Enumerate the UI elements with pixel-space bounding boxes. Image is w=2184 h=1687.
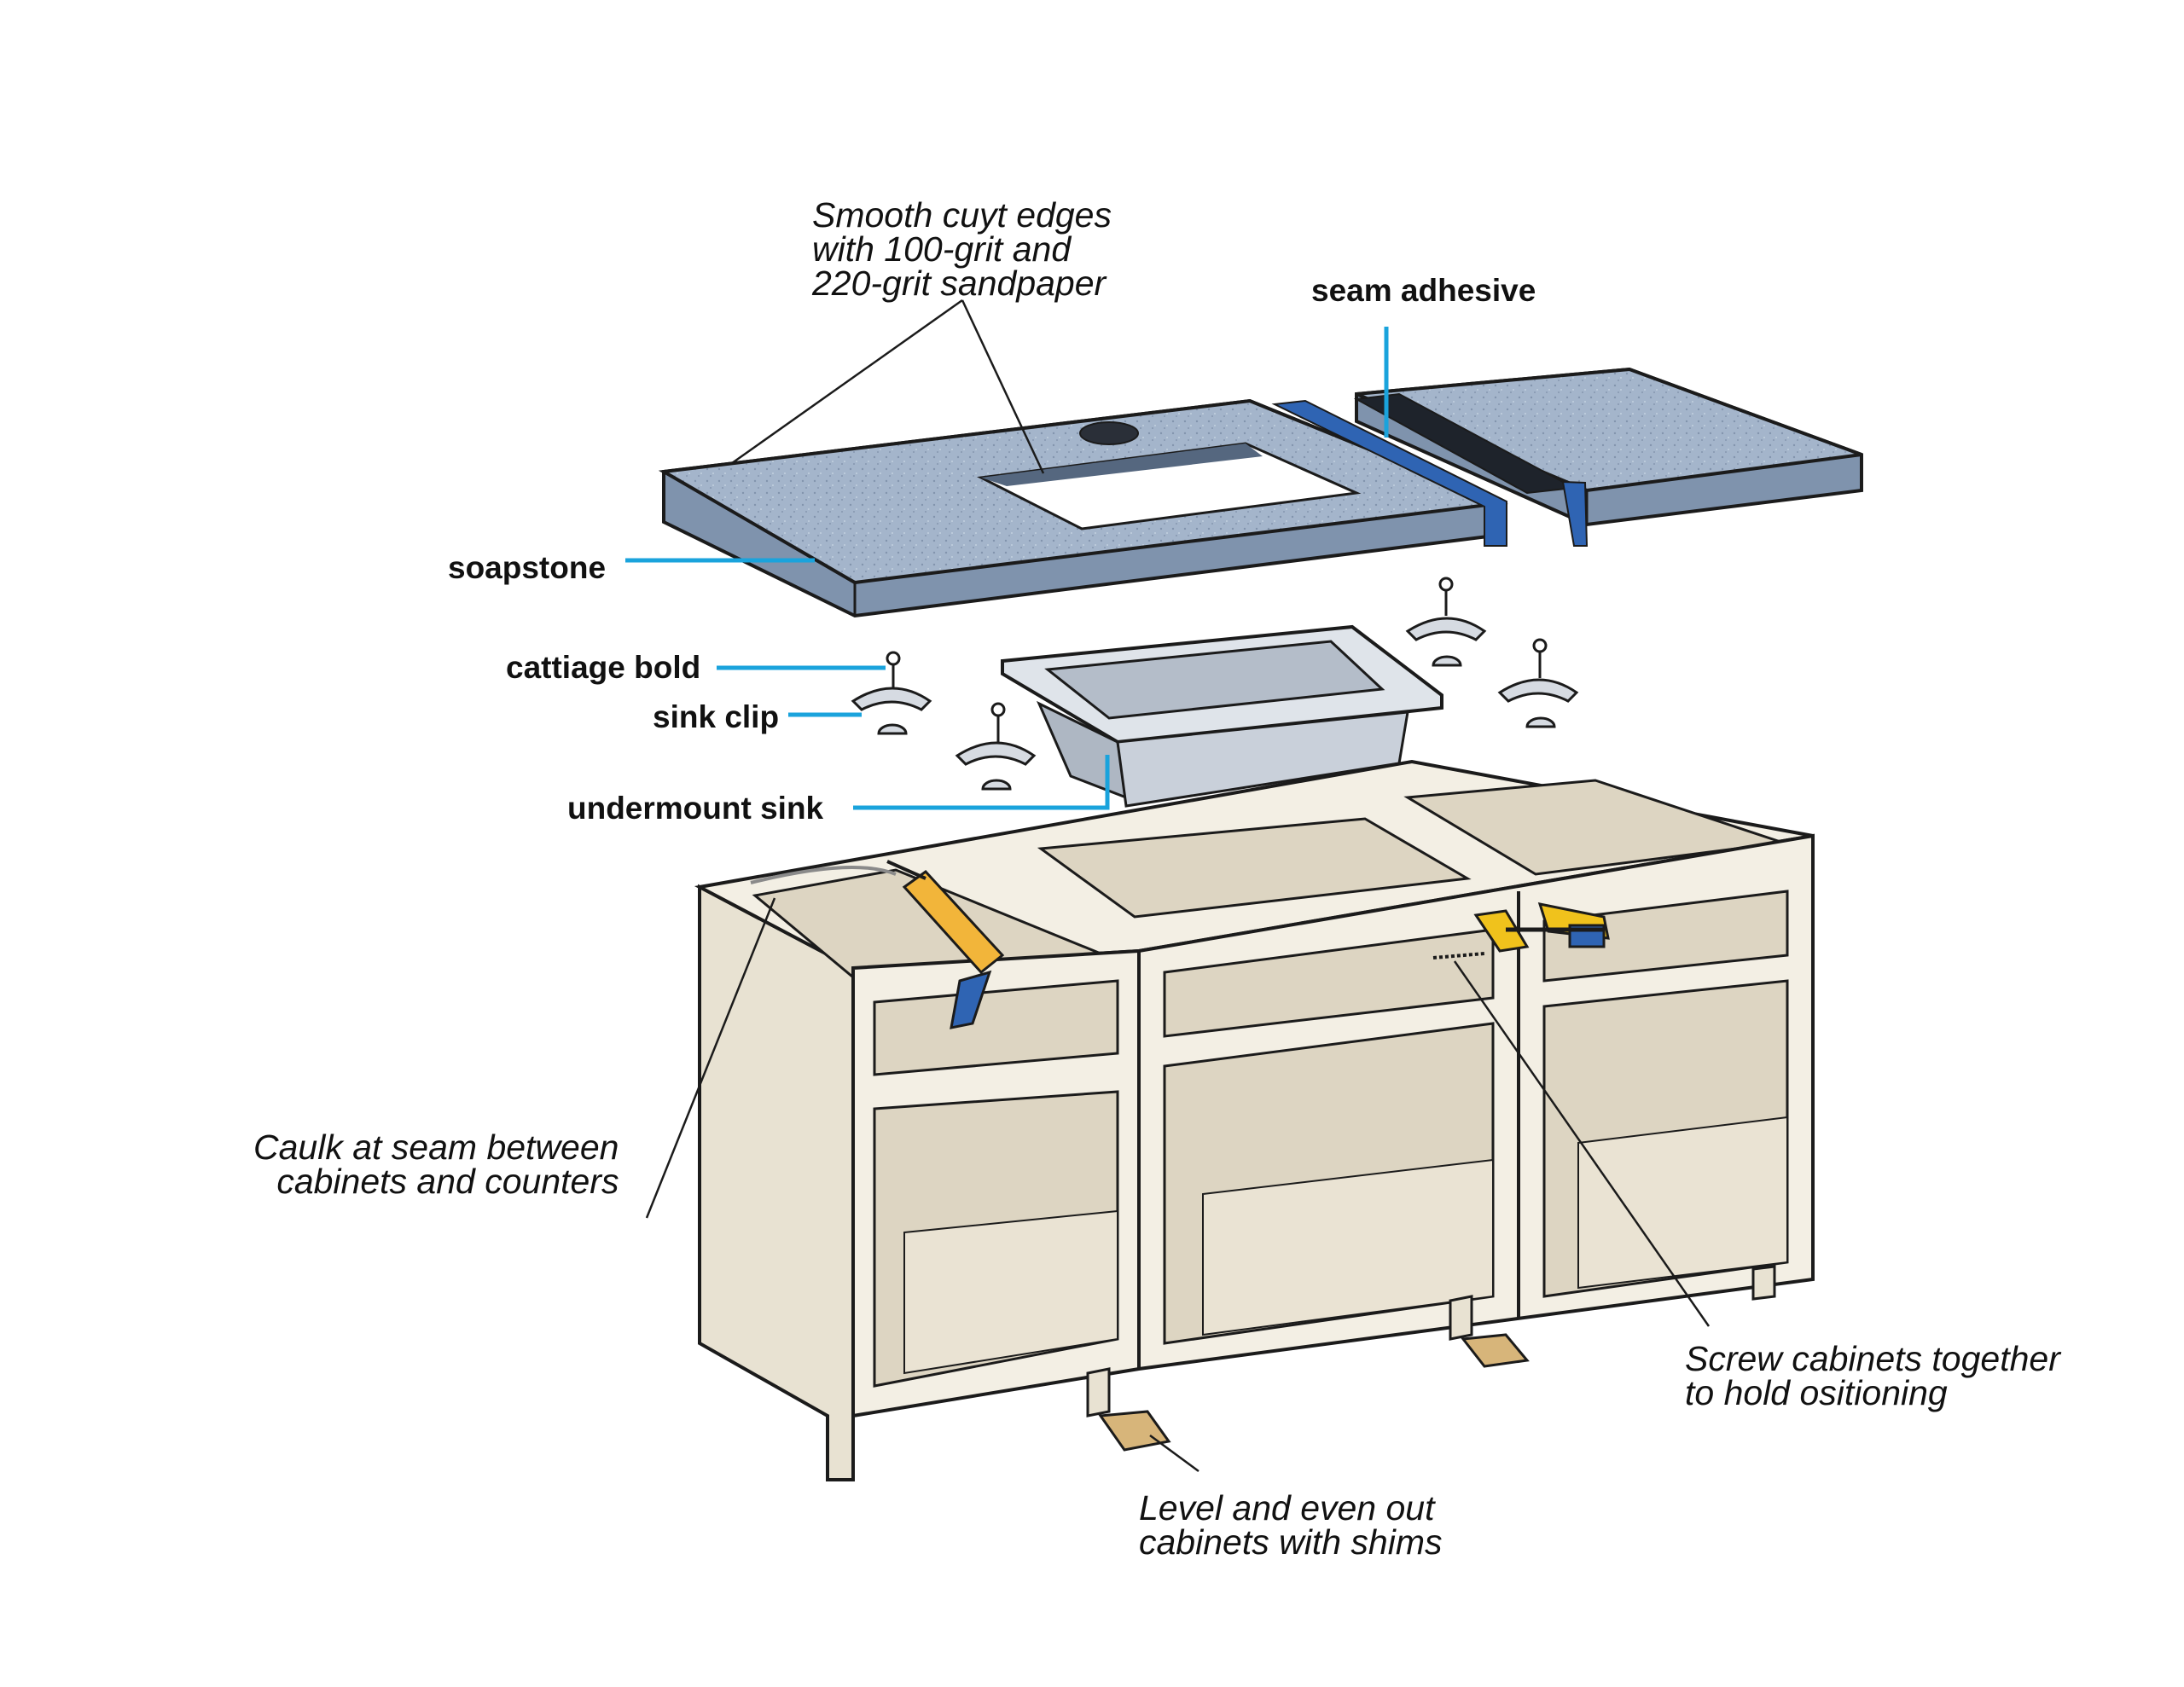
label-sandpaper-line-1: Smooth cuyt edges	[812, 195, 1112, 235]
callout-lines	[625, 299, 1711, 1473]
sink-cutout	[976, 442, 1362, 530]
label-seam-adhesive: seam adhesive	[1311, 273, 1536, 308]
label-sandpaper-line-2: with 100-grit and	[812, 229, 1072, 269]
cabinet-opening-middle	[1037, 817, 1472, 919]
base-cabinets	[694, 759, 1815, 1481]
faucet-hole	[1079, 421, 1139, 445]
undermount-sink-shape	[1001, 624, 1443, 808]
caulk-gun	[750, 860, 1005, 1029]
label-screw-line-2: to hold ositioning	[1685, 1373, 1948, 1412]
label-caulk-line-2: cabinets and counters	[276, 1162, 619, 1201]
soapstone-countertop	[658, 398, 1508, 618]
cabinet-screw	[1432, 952, 1485, 959]
label-sandpaper-line-3: 220-grit sandpaper	[812, 264, 1107, 303]
label-shims-line-2: cabinets with shims	[1139, 1522, 1443, 1562]
label-screw: Screw cabinets together to hold ositioni…	[1685, 1339, 2060, 1412]
label-soapstone: soapstone	[448, 550, 607, 585]
label-caulk-line-1: Caulk at seam between	[253, 1128, 619, 1167]
hardware	[851, 577, 1579, 791]
blue-tape	[1271, 399, 1507, 547]
label-caulk: Caulk at seam between cabinets and count…	[253, 1128, 619, 1201]
label-screw-line-1: Screw cabinets together	[1685, 1339, 2060, 1378]
label-shims: Level and even out cabinets with shims	[1139, 1488, 1443, 1562]
clamp	[1473, 902, 1610, 953]
label-shims-line-1: Level and even out	[1139, 1488, 1435, 1528]
shims	[1098, 1333, 1530, 1452]
label-sandpaper: Smooth cuyt edges with 100-grit and 220-…	[812, 195, 1112, 303]
label-undermount-sink: undermount sink	[567, 791, 824, 826]
label-sink-clip: sink clip	[653, 699, 780, 734]
soapstone-countertop-right	[1353, 367, 1863, 547]
label-carriage-bolt: cattiage bold	[506, 650, 701, 685]
